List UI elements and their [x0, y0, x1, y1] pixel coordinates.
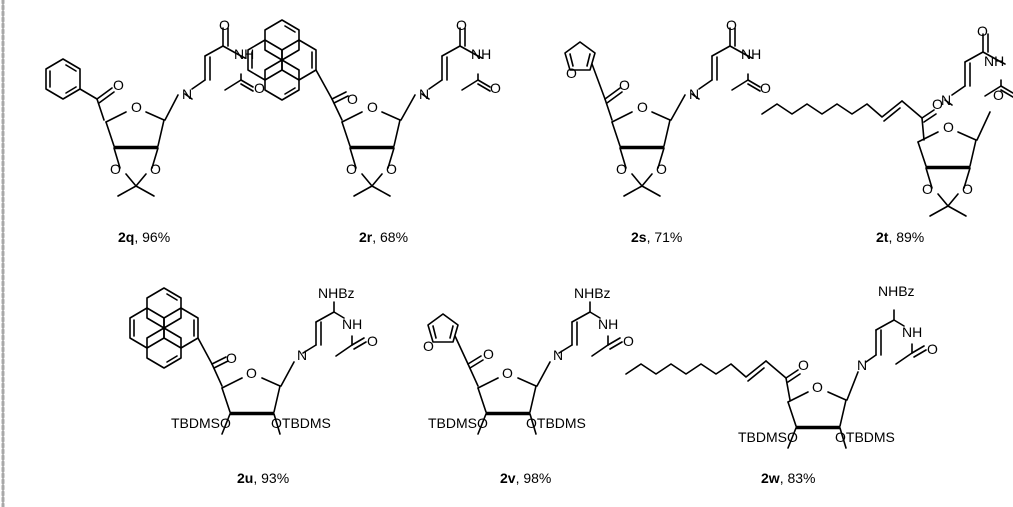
atom-label: TBDMSO: [738, 429, 798, 445]
atom-label: O: [423, 338, 434, 354]
atom-label: NH: [984, 53, 1004, 69]
atom-label: O: [131, 99, 142, 115]
atom-label: OTBDMS: [835, 429, 895, 445]
structure-2t: [761, 33, 1013, 217]
atom-label: O: [502, 365, 513, 381]
compound-id: 2v: [500, 470, 516, 486]
atom-label: O: [726, 17, 737, 33]
structure-2w: [625, 309, 927, 449]
atom-label: NH: [902, 324, 922, 340]
atom-label: O: [490, 80, 501, 96]
compound-id: 2q: [118, 229, 134, 245]
atom-label: O: [798, 357, 809, 373]
compound-yield: , 89%: [888, 229, 924, 245]
atom-label: O: [760, 80, 771, 96]
compound-yield: , 93%: [253, 470, 289, 486]
atom-label: N: [553, 347, 563, 363]
compound-id: 2r: [359, 229, 373, 245]
caption-2r: 2r, 68%: [359, 229, 408, 245]
atom-label: O: [932, 96, 943, 112]
caption-2w: 2w, 83%: [761, 470, 816, 486]
atom-label: N: [689, 86, 699, 102]
atom-label: O: [113, 77, 124, 93]
atom-label: O: [219, 17, 230, 33]
atom-label: NH: [342, 316, 362, 332]
compound-yield: , 68%: [372, 229, 408, 245]
atom-label: N: [857, 357, 867, 373]
atom-label: O: [623, 333, 634, 349]
atom-label: O: [150, 161, 161, 177]
structure-2q: [45, 27, 254, 197]
atom-label: N: [182, 86, 192, 102]
atom-label: O: [386, 161, 397, 177]
structure-2v: [427, 301, 623, 435]
compound-yield: , 83%: [780, 470, 816, 486]
atom-label: O: [922, 181, 933, 197]
atom-label: O: [637, 99, 648, 115]
caption-2q: 2q, 96%: [118, 229, 170, 245]
atom-label: O: [993, 87, 1004, 103]
compound-yield: , 71%: [647, 229, 683, 245]
compound-id: 2w: [761, 470, 780, 486]
caption-2u: 2u, 93%: [237, 470, 289, 486]
atom-label: NH: [598, 316, 618, 332]
compound-id: 2t: [876, 229, 889, 245]
atom-label: O: [110, 161, 121, 177]
atom-label: O: [367, 333, 378, 349]
atom-label: O: [254, 80, 265, 96]
structure-2s: [564, 27, 761, 197]
atom-label: NH: [741, 46, 761, 62]
atom-label: O: [246, 365, 257, 381]
compound-yield: , 98%: [516, 470, 552, 486]
compound-id: 2u: [237, 470, 253, 486]
atom-label: TBDMSO: [171, 415, 231, 431]
atom-label: O: [812, 379, 823, 395]
caption-2v: 2v, 98%: [500, 470, 551, 486]
atom-label: O: [347, 91, 358, 107]
atom-label: N: [297, 347, 307, 363]
atom-label: O: [367, 99, 378, 115]
structure-2r: [247, 19, 491, 197]
structure-2u: [129, 287, 367, 435]
caption-2s: 2s, 71%: [631, 229, 682, 245]
caption-2t: 2t, 89%: [876, 229, 924, 245]
atom-label: TBDMSO: [428, 415, 488, 431]
atom-label: O: [962, 181, 973, 197]
atom-label: O: [927, 341, 938, 357]
atom-label: O: [943, 119, 954, 135]
atom-label: NH: [471, 46, 491, 62]
atom-label: N: [941, 92, 951, 108]
atom-label: O: [346, 161, 357, 177]
atom-label: NHBz: [878, 283, 915, 299]
atom-label: O: [566, 65, 577, 81]
atom-label: O: [619, 77, 630, 93]
atom-label: O: [616, 161, 627, 177]
atom-label: O: [226, 350, 237, 366]
atom-label: NHBz: [574, 285, 611, 301]
atom-label: O: [656, 161, 667, 177]
atom-label: O: [456, 17, 467, 33]
atom-label: OTBDMS: [526, 415, 586, 431]
atom-label: N: [419, 86, 429, 102]
compound-id: 2s: [631, 229, 647, 245]
atom-label: OTBDMS: [271, 415, 331, 431]
atom-label: O: [977, 23, 988, 39]
atom-label: NHBz: [318, 285, 355, 301]
atom-label: O: [483, 346, 494, 362]
compound-yield: , 96%: [134, 229, 170, 245]
